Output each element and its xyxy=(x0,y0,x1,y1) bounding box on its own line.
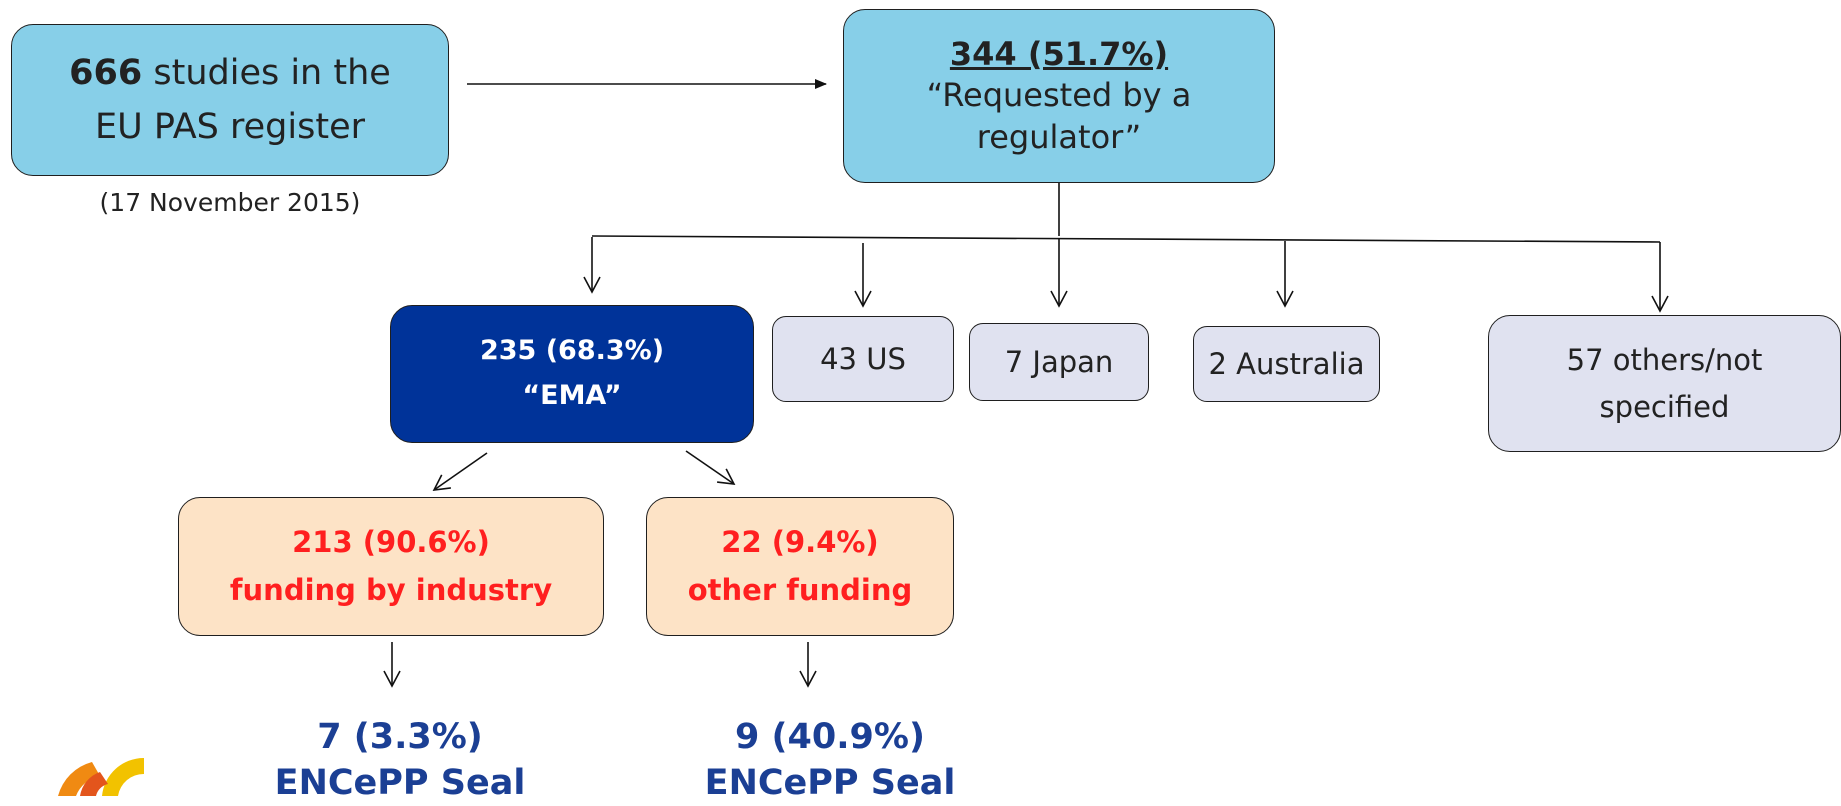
studies-count: 666 xyxy=(69,52,143,93)
requested-quote-line2: regulator” xyxy=(976,117,1142,156)
start-box: 666 studies in the EU PAS register xyxy=(11,24,449,176)
ema-box: 235 (68.3%) “EMA” xyxy=(390,305,754,443)
arrow-to-other-funding xyxy=(685,450,736,485)
branch-line xyxy=(591,235,1661,243)
us-label: 43 US xyxy=(820,341,906,376)
seal-other-label: ENCePP Seal xyxy=(704,763,956,804)
encepp-logo xyxy=(58,758,144,796)
seal-industry-count: 7 (3.3%) xyxy=(317,717,483,757)
industry-funding-box: 213 (90.6%) funding by industry xyxy=(178,497,604,636)
register-text: EU PAS register xyxy=(95,107,365,147)
requested-quote-line1: “Requested by a xyxy=(926,76,1192,115)
seal-result-other: 9 (40.9%) ENCePP Seal xyxy=(680,714,980,806)
studies-text: studies in the xyxy=(142,52,391,93)
other-funding-count: 22 (9.4%) xyxy=(721,524,879,559)
industry-funding-count: 213 (90.6%) xyxy=(292,524,490,559)
australia-label: 2 Australia xyxy=(1208,346,1365,381)
seal-other-count: 9 (40.9%) xyxy=(735,717,925,757)
other-funding-box: 22 (9.4%) other funding xyxy=(646,497,954,636)
other-funding-label: other funding xyxy=(687,572,913,607)
japan-box: 7 Japan xyxy=(969,323,1149,401)
others-box: 57 others/not specified xyxy=(1488,315,1841,452)
others-line2: specified xyxy=(1599,389,1730,424)
seal-industry-label: ENCePP Seal xyxy=(274,763,526,804)
others-line1: 57 others/not xyxy=(1566,343,1763,378)
ema-count: 235 (68.3%) xyxy=(479,335,665,367)
requested-headline: 344 (51.7%) xyxy=(949,34,1169,73)
ema-label: “EMA” xyxy=(522,380,622,411)
japan-label: 7 Japan xyxy=(1004,344,1114,379)
us-box: 43 US xyxy=(772,316,954,402)
snapshot-date: (17 November 2015) xyxy=(99,188,361,217)
requested-box: 344 (51.7%) “Requested by a regulator” xyxy=(843,9,1275,183)
arrow-to-industry xyxy=(432,452,488,491)
industry-funding-label: funding by industry xyxy=(229,572,553,607)
seal-result-industry: 7 (3.3%) ENCePP Seal xyxy=(230,714,570,806)
australia-box: 2 Australia xyxy=(1193,326,1380,402)
